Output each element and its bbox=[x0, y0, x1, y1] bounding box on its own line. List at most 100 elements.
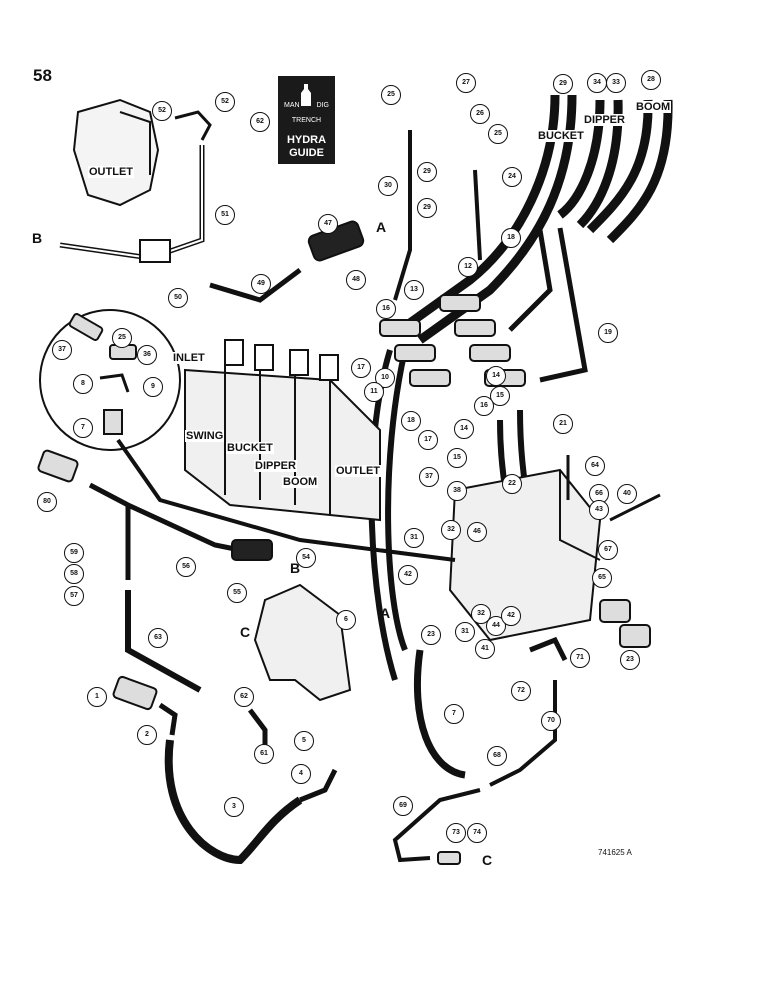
tube-63 bbox=[125, 590, 202, 693]
callout-29b: 29 bbox=[417, 198, 437, 218]
callout-19: 19 bbox=[598, 323, 618, 343]
label-boom-valve: BOOM bbox=[282, 476, 319, 488]
callout-56: 56 bbox=[176, 557, 196, 577]
callout-12: 12 bbox=[458, 257, 478, 277]
callout-29c: 29 bbox=[553, 74, 573, 94]
fitting-1 bbox=[112, 675, 158, 711]
callout-54: 54 bbox=[296, 548, 316, 568]
callout-50: 50 bbox=[168, 288, 188, 308]
callout-59: 59 bbox=[64, 543, 84, 563]
callout-25c: 25 bbox=[112, 328, 132, 348]
callout-31a: 31 bbox=[404, 528, 424, 548]
callout-8: 8 bbox=[73, 374, 93, 394]
callout-31b: 31 bbox=[455, 622, 475, 642]
hose-bucket-2 bbox=[417, 94, 577, 344]
callout-6: 6 bbox=[336, 610, 356, 630]
callout-57: 57 bbox=[64, 586, 84, 606]
callout-21: 21 bbox=[553, 414, 573, 434]
callout-67: 67 bbox=[598, 540, 618, 560]
callout-62: 62 bbox=[250, 112, 270, 132]
guide-title-hydra: HYDRA bbox=[286, 134, 327, 146]
outlet-housing-top bbox=[72, 98, 160, 207]
callout-26: 26 bbox=[470, 104, 490, 124]
callout-32: 32 bbox=[441, 520, 461, 540]
callout-41: 41 bbox=[475, 639, 495, 659]
pipe-56 bbox=[88, 482, 241, 553]
callout-65: 65 bbox=[592, 568, 612, 588]
callout-40: 40 bbox=[617, 484, 637, 504]
callout-73: 73 bbox=[446, 823, 466, 843]
label-dipper-hose: DIPPER bbox=[583, 114, 626, 126]
callout-63: 63 bbox=[148, 628, 168, 648]
guide-title-guide: GUIDE bbox=[289, 147, 324, 159]
tube-18 bbox=[539, 227, 588, 383]
callout-51: 51 bbox=[215, 205, 235, 225]
callout-52a: 52 bbox=[152, 101, 172, 121]
hose-7 bbox=[413, 649, 466, 779]
callout-38: 38 bbox=[447, 481, 467, 501]
callout-33: 33 bbox=[606, 73, 626, 93]
callout-15b: 15 bbox=[447, 448, 467, 468]
letter-c-bottom: C bbox=[482, 852, 493, 868]
label-boom-hose: BOOM bbox=[635, 101, 672, 113]
letter-a-top: A bbox=[376, 219, 387, 235]
letter-b-left: B bbox=[32, 230, 43, 246]
callout-74: 74 bbox=[467, 823, 487, 843]
callout-16: 16 bbox=[376, 299, 396, 319]
tube-70 bbox=[489, 680, 557, 787]
callout-1: 1 bbox=[87, 687, 107, 707]
callout-58: 58 bbox=[64, 564, 84, 584]
label-swing: SWING bbox=[185, 430, 225, 442]
callout-22: 22 bbox=[502, 474, 522, 494]
label-outlet-valve: OUTLET bbox=[335, 465, 381, 477]
hydra-guide-logo: MAN DIG TRENCH HYDRA GUIDE bbox=[278, 76, 335, 164]
callout-27: 27 bbox=[456, 73, 476, 93]
callout-18a: 18 bbox=[501, 228, 521, 248]
hose-bucket bbox=[397, 94, 560, 334]
callout-62b: 62 bbox=[234, 687, 254, 707]
callout-16b: 16 bbox=[474, 396, 494, 416]
hose-3 bbox=[164, 739, 303, 865]
callout-24: 24 bbox=[502, 167, 522, 187]
guide-man: MAN bbox=[284, 102, 300, 109]
label-inlet: INLET bbox=[172, 352, 206, 364]
callout-3: 3 bbox=[224, 797, 244, 817]
label-dipper-valve: DIPPER bbox=[254, 460, 297, 472]
hose-boom bbox=[586, 99, 653, 234]
bottle-icon bbox=[301, 84, 311, 106]
callout-48: 48 bbox=[346, 270, 366, 290]
callout-42b: 42 bbox=[501, 606, 521, 626]
page-number: 58 bbox=[33, 66, 52, 85]
callout-15a: 15 bbox=[490, 386, 510, 406]
label-bucket-valve: BUCKET bbox=[226, 442, 274, 454]
letter-a-lower: A bbox=[380, 605, 391, 621]
callout-44: 44 bbox=[486, 616, 506, 636]
manifold-6 bbox=[253, 583, 352, 702]
callout-42a: 42 bbox=[398, 565, 418, 585]
callout-14a: 14 bbox=[486, 366, 506, 386]
callout-7b: 7 bbox=[444, 704, 464, 724]
callout-71: 71 bbox=[570, 648, 590, 668]
callout-52b: 52 bbox=[215, 92, 235, 112]
callout-9: 9 bbox=[143, 377, 163, 397]
fitting-80 bbox=[37, 449, 79, 483]
callout-23b: 23 bbox=[620, 650, 640, 670]
tube-49 bbox=[209, 268, 302, 303]
callout-17b: 17 bbox=[418, 430, 438, 450]
connector-55 bbox=[231, 539, 273, 561]
callout-11: 11 bbox=[364, 382, 384, 402]
guide-dig: DIG bbox=[316, 102, 329, 109]
drawing-number: 741625 A bbox=[598, 848, 632, 857]
callout-2: 2 bbox=[137, 725, 157, 745]
callout-36: 36 bbox=[137, 345, 157, 365]
hose-boom-2 bbox=[606, 99, 673, 244]
callout-14b: 14 bbox=[454, 419, 474, 439]
tube-long-inset bbox=[116, 438, 456, 562]
bolt-40 bbox=[609, 493, 661, 522]
callout-13: 13 bbox=[404, 280, 424, 300]
callout-25a: 25 bbox=[381, 85, 401, 105]
callout-72: 72 bbox=[511, 681, 531, 701]
callout-17a: 17 bbox=[351, 358, 371, 378]
callout-4: 4 bbox=[291, 764, 311, 784]
callout-70: 70 bbox=[541, 711, 561, 731]
